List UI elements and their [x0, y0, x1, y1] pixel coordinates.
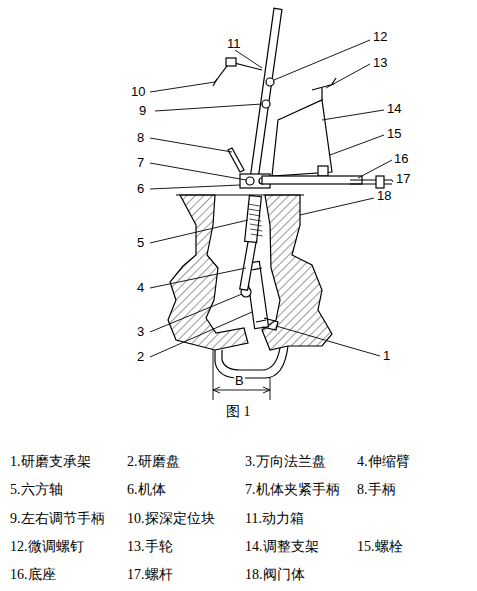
caption-text: 15.螺栓	[357, 540, 403, 554]
callout-number: 12	[372, 30, 388, 43]
callout-number: B	[234, 374, 245, 387]
dimension-lines	[213, 350, 270, 400]
caption-text: 10.探深定位块	[127, 512, 215, 526]
valve-bottom-inner	[222, 348, 280, 370]
telescopic-arm	[240, 240, 257, 291]
depth-block	[215, 62, 262, 82]
caption-text: 18.阀门体	[245, 568, 305, 582]
leader-lines	[150, 40, 393, 357]
caption-text: 17.螺杆	[127, 568, 173, 582]
caption-text: 12.微调螺钉	[10, 540, 84, 554]
caption-text: 13.手轮	[127, 540, 173, 554]
caption-text: 11.动力箱	[245, 512, 304, 526]
caption-text: 8.手柄	[357, 483, 396, 497]
caption-text: 14.调整支架	[245, 540, 319, 554]
callout-number: 16	[393, 152, 409, 165]
caption-text: 6.机体	[127, 483, 166, 497]
thread-stroke	[250, 224, 262, 226]
callout-number: 15	[386, 127, 402, 140]
callout-number: 9	[138, 104, 147, 117]
thread-stroke	[251, 234, 263, 236]
callout-number: 17	[395, 172, 411, 185]
hand-wheel	[312, 78, 336, 100]
callout-number: 1	[382, 349, 391, 362]
callout-number: 13	[372, 56, 388, 69]
callout-number: 6	[136, 182, 145, 195]
adjust-bracket	[272, 100, 332, 176]
caption-text: 图 1	[226, 405, 251, 419]
base	[262, 176, 362, 184]
clamp-handle	[246, 177, 254, 185]
bolt	[318, 166, 328, 176]
thread-stroke	[249, 214, 261, 216]
callout-number: 11	[226, 37, 242, 50]
callout-number: 8	[136, 131, 145, 144]
callout-number: 7	[136, 156, 145, 169]
caption-text: 5.六方轴	[10, 483, 63, 497]
thread-stroke	[249, 219, 261, 221]
screw-rod	[350, 180, 392, 184]
valve-bottom	[215, 346, 288, 378]
thread-stroke	[248, 209, 260, 211]
lr-handle	[262, 100, 270, 108]
callout-number: 14	[386, 102, 402, 115]
caption-text: 4.伸缩臂	[357, 455, 410, 469]
caption-text: 9.左右调节手柄	[10, 512, 105, 526]
caption-text: 1.研磨支承架	[10, 455, 91, 469]
caption-text: 16.底座	[10, 568, 56, 582]
caption-text: 2.研磨盘	[127, 455, 180, 469]
thread-stroke	[250, 229, 262, 231]
caption-text: 3.万向法兰盘	[245, 455, 326, 469]
thread-stroke	[248, 204, 260, 206]
caption-text: 7.机体夹紧手柄	[245, 483, 340, 497]
callout-number: 4	[136, 281, 145, 294]
callout-number: 3	[136, 325, 145, 338]
callout-number: 18	[376, 189, 392, 202]
callout-number: 5	[136, 236, 145, 249]
valve-body-right	[262, 195, 332, 350]
valve-body-left	[168, 195, 248, 350]
micro-screw	[266, 78, 274, 86]
callout-number: 10	[130, 85, 146, 98]
callout-number: 2	[136, 350, 145, 363]
grinding-support	[262, 318, 278, 330]
